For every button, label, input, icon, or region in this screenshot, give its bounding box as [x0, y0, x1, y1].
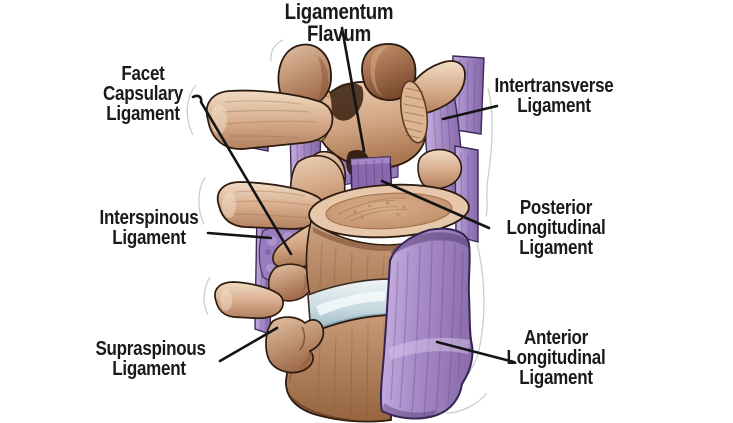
leader-supraspinous — [218, 326, 279, 363]
leader-posterior-longitudinal — [380, 179, 491, 230]
lower-vertebra — [214, 281, 325, 374]
leader-lines — [191, 26, 516, 364]
middle-vertebra — [216, 154, 346, 302]
facet-surface-right — [399, 80, 429, 144]
label-supraspinous-ligament: Supraspinous Ligament — [95, 338, 206, 380]
label-ligamentum-flavum: Ligamentum Flavum — [284, 0, 394, 46]
leader-intertransverse — [441, 104, 499, 121]
leader-ligamentum-flavum — [340, 26, 366, 153]
label-interspinous-ligament: Interspinous Ligament — [99, 207, 199, 249]
upper-vertebra — [205, 43, 466, 204]
label-facet-capsulary-ligament: Facet Capsulary Ligament — [103, 63, 183, 125]
leader-facet-capsulary — [191, 94, 293, 256]
anterior-longitudinal-ligament-band — [379, 227, 474, 420]
label-intertransverse-ligament: Intertransverse Ligament — [494, 75, 614, 117]
leader-anterior-longitudinal — [435, 340, 516, 364]
label-anterior-longitudinal-ligament: Anterior Longitudinal Ligament — [506, 327, 606, 389]
label-posterior-longitudinal-ligament: Posterior Longitudinal Ligament — [506, 197, 606, 259]
vertebral-body-top-face — [308, 183, 470, 239]
leader-interspinous — [206, 231, 273, 240]
